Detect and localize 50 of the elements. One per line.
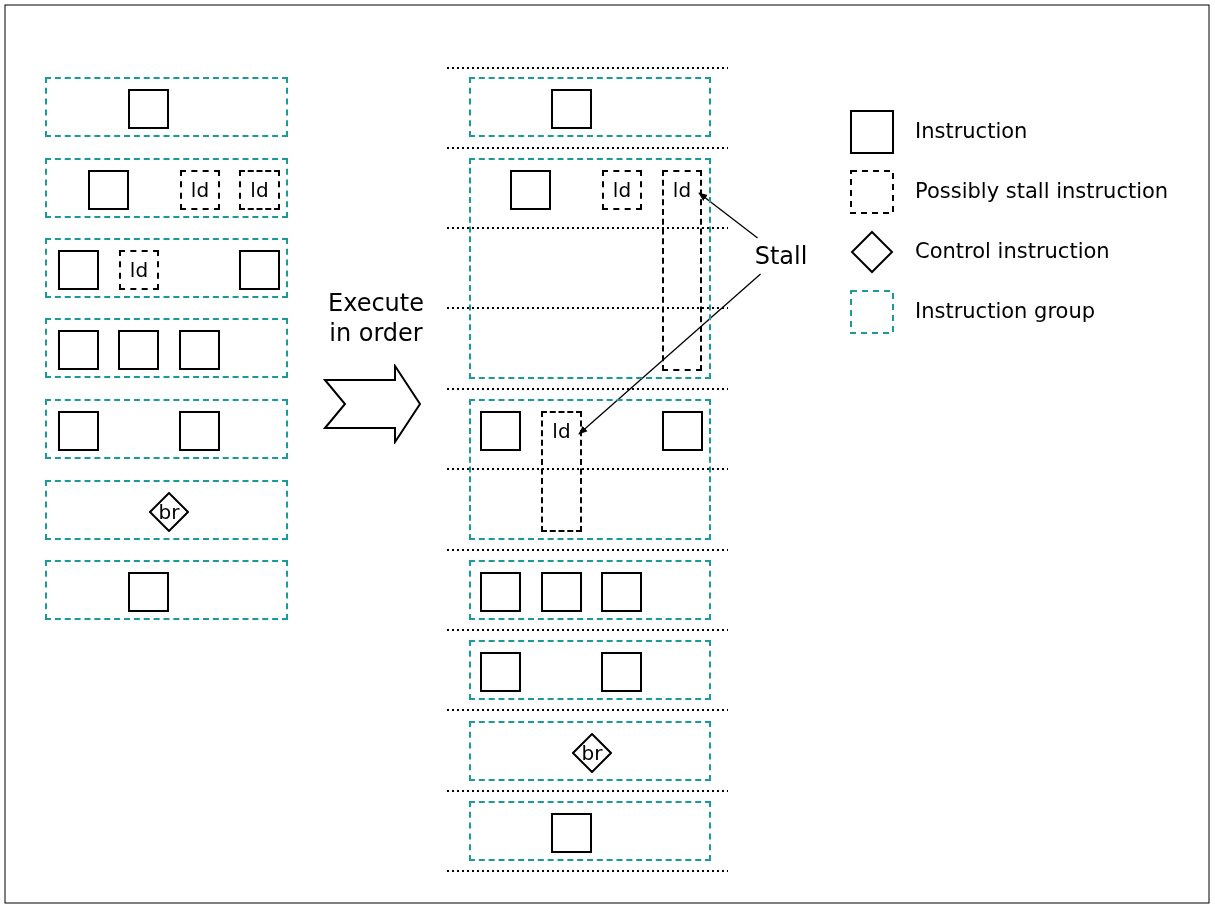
legend-label: Instruction [915,119,1028,143]
instruction-group-box [469,158,711,379]
instruction-box [510,170,551,210]
instruction-group-box [45,480,288,540]
instruction-box [551,813,592,853]
leader-arrow [578,273,762,435]
instruction-box [239,250,280,290]
instruction-group-box [469,640,711,700]
instruction-box [662,411,703,451]
stall-instruction-box: ld [541,411,582,532]
instruction-group-box [469,399,711,540]
instruction-box [480,572,521,612]
instruction-box [480,652,521,692]
instruction-group-box [469,801,711,861]
legend-label: Instruction group [915,299,1096,323]
instruction-box [88,170,129,210]
control-diamond: br [149,492,189,532]
instruction-box [58,250,99,290]
stall-instruction-box: ld [662,170,702,371]
instruction-box [541,572,582,612]
instruction-box [179,411,220,451]
stall-instruction-box: ld [602,170,642,210]
instruction-group-box [469,77,711,137]
instruction-box [58,330,99,370]
instruction-group-box [45,158,288,218]
control-diamond: br [572,733,612,773]
instruction-group-box [469,721,711,781]
leader-arrow [698,192,759,239]
stall-instruction-box: ld [119,250,159,290]
stall-instruction-box: ld [239,170,280,210]
instruction-group-box [45,560,288,620]
instruction-box [58,411,99,451]
callout-label: Stall [748,238,814,274]
instruction-box [601,572,642,612]
stall-instruction-box: ld [180,170,220,210]
instruction-box [601,652,642,692]
instruction-box [480,411,521,451]
instruction-group-box [45,238,288,298]
instruction-box [128,572,169,612]
legend-label: Possibly stall instruction [915,179,1169,203]
instruction-group-box [45,318,288,378]
instruction-box [551,89,592,129]
instruction-box [128,89,169,129]
instruction-group-box [45,77,288,137]
instruction-group-box [45,399,288,459]
instruction-box [179,330,220,370]
instruction-box [118,330,159,370]
direction-label: Execute in order [327,288,425,348]
legend-label: Control instruction [915,239,1110,263]
instruction-group-box [469,560,711,620]
